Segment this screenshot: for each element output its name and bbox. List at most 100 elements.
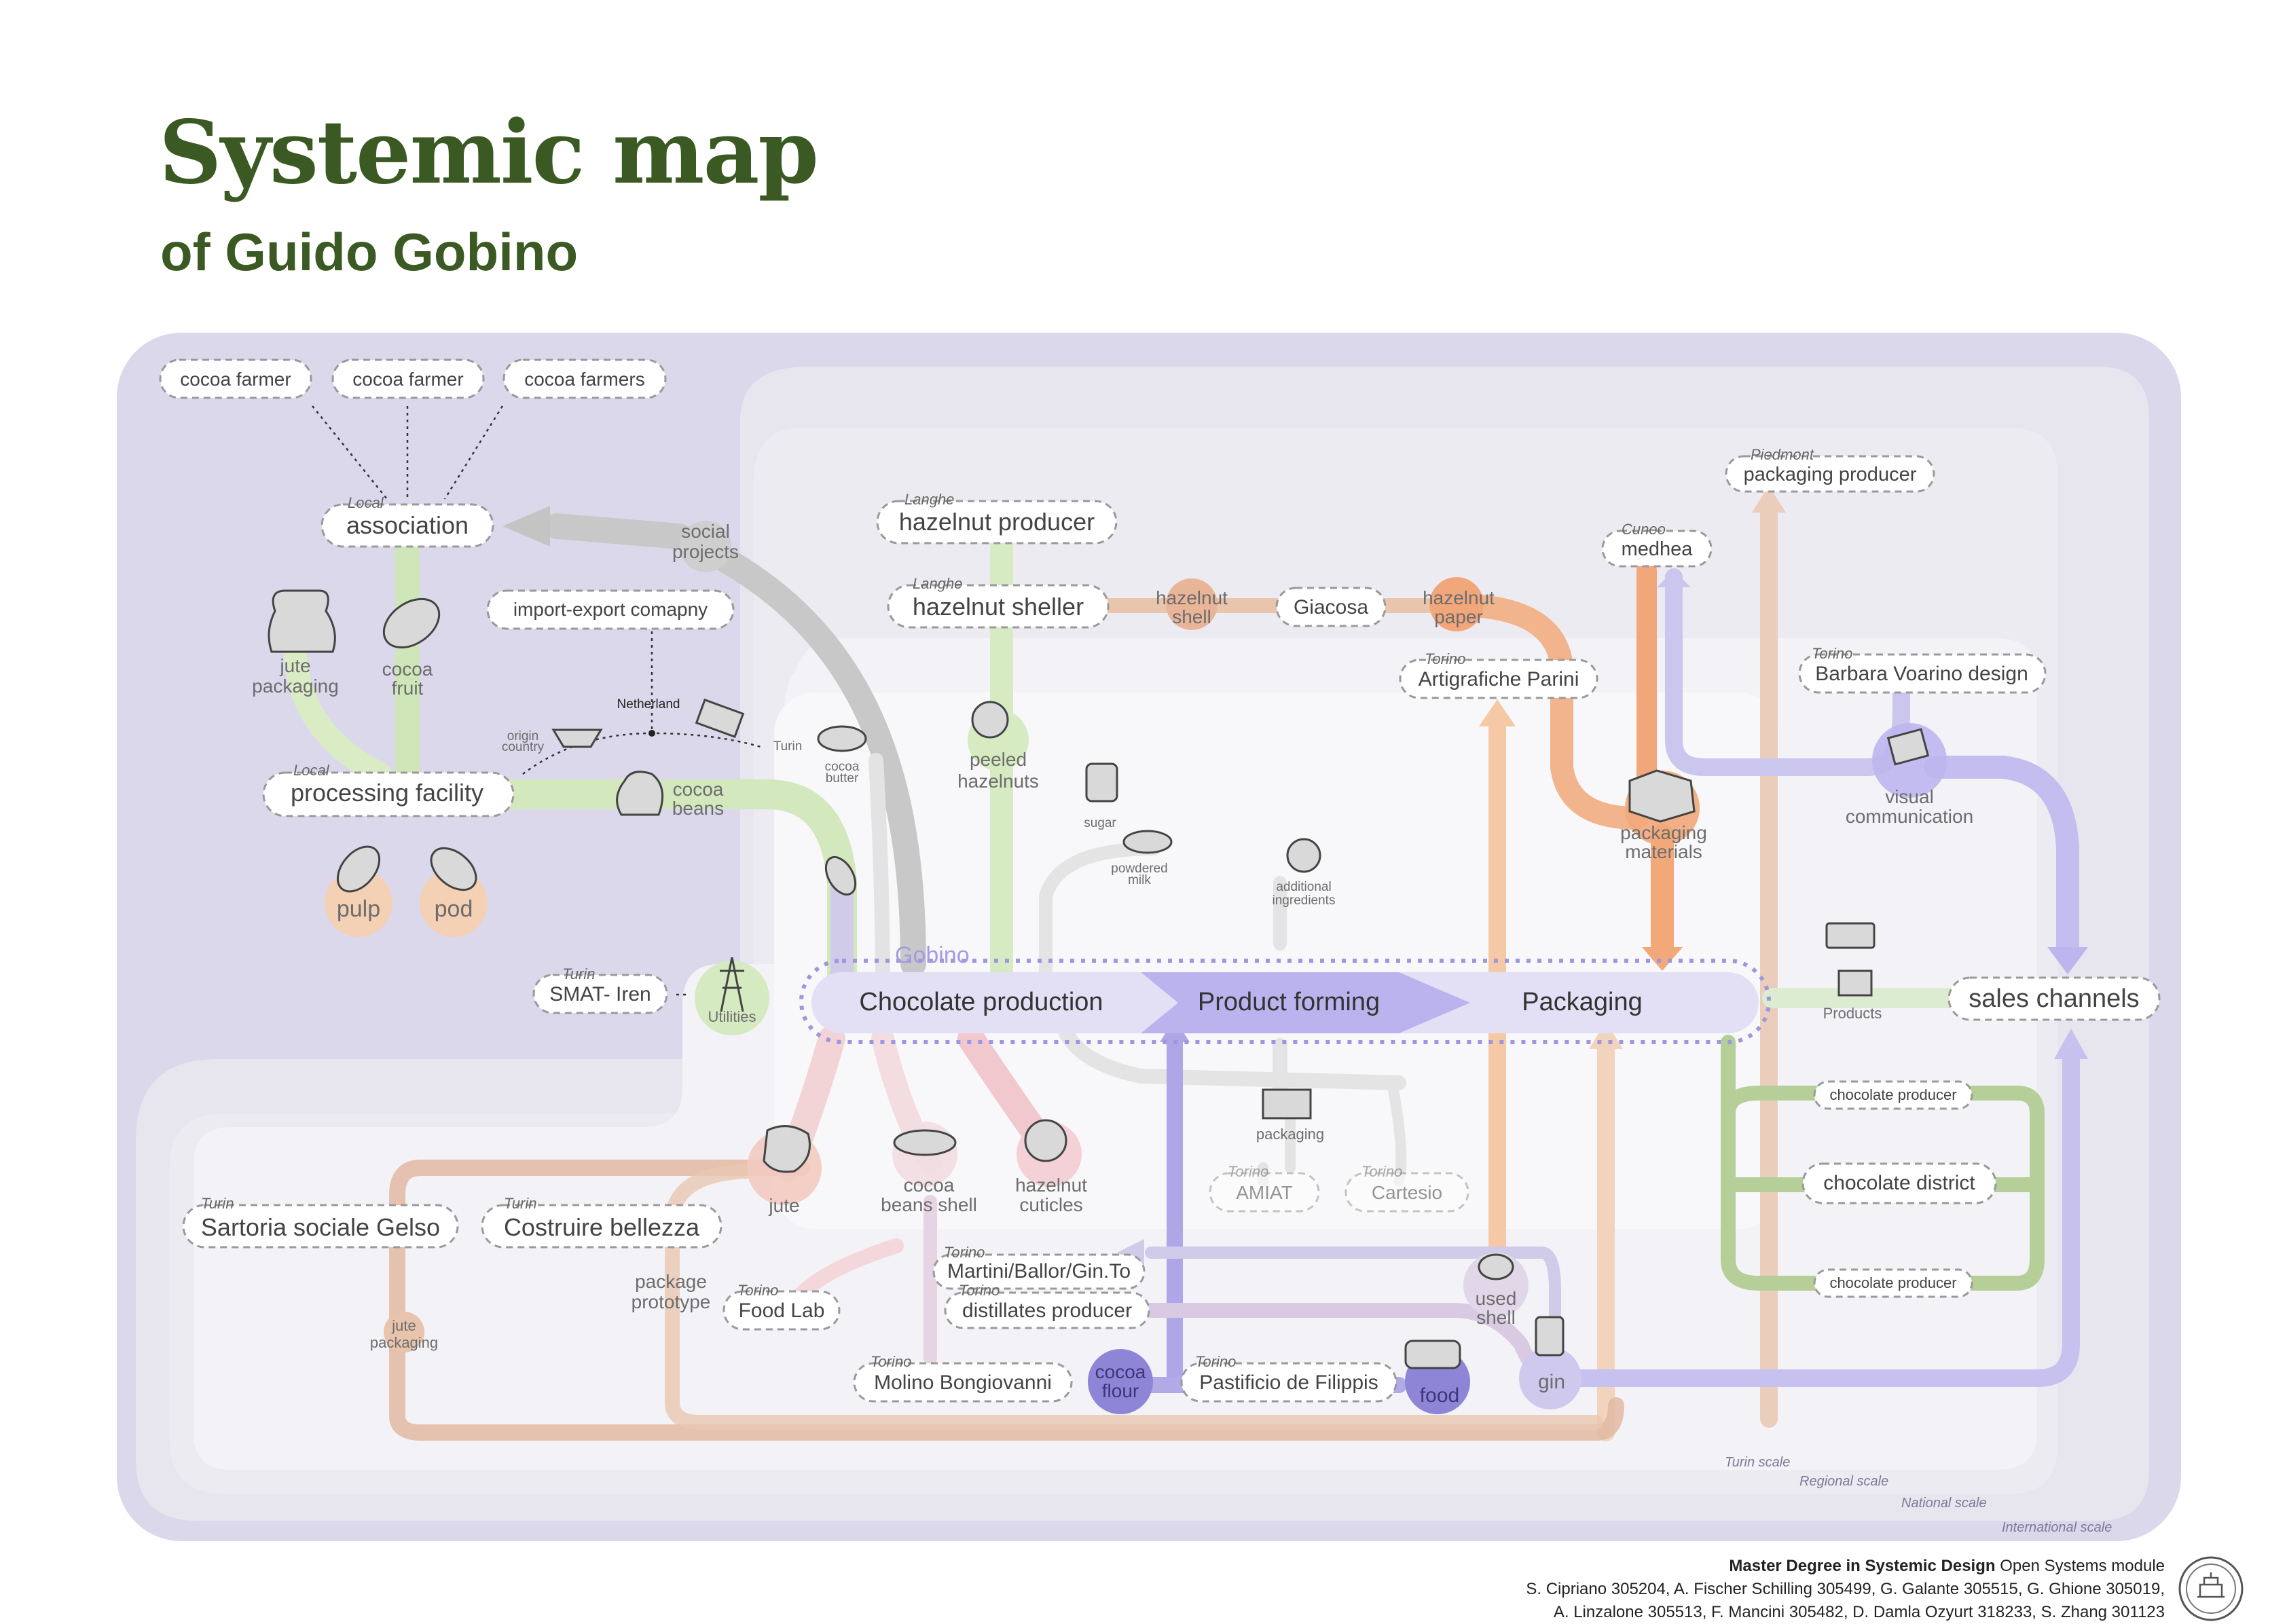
flow-cocoa-butter-2: butter [826,771,859,786]
flow-visual-communication-2: communication [1846,806,1973,827]
step-chocolate-production: Chocolate production [859,988,1103,1016]
node-label: sales channels [1969,984,2139,1013]
page-title: Systemic map [159,102,819,204]
flow-additional-ingredients-2: ingredients [1273,893,1336,908]
pylon-icon [720,957,744,1012]
node-location: Torino [1228,1163,1268,1180]
truck-icon [1825,922,1876,949]
flow-jute-packaging-2: packaging [252,676,339,697]
scale-label-national: National scale [1901,1496,1987,1511]
scale-label-turin: Turin scale [1725,1455,1790,1470]
flow-sugar: sugar [1084,816,1116,830]
flow-social-projects-2: projects [672,541,739,562]
node-label: cocoa farmer [180,369,291,390]
flow-pod: pod [435,896,473,922]
node-cocoa-farmer-2: cocoa farmer [331,358,485,399]
flow-origin-country: origin [507,729,538,743]
node-location: Torino [1361,1163,1402,1180]
flow-cocoa-flour-2: flour [1102,1380,1139,1401]
node-location: Turin [201,1195,234,1212]
node-label: import-export comapny [513,599,708,620]
node-location: Piedmont [1751,446,1814,463]
flow-gin: gin [1538,1371,1565,1393]
node-label: association [346,511,469,539]
cocoa-fruit-icon [382,597,441,649]
cocoa-butter-icon [817,725,867,752]
flow-hazelnut-paper: hazelnut [1423,587,1495,608]
node-label: chocolate producer [1829,1086,1956,1103]
ship-icon [551,728,603,748]
cocoa-beans-sack-icon [616,771,664,816]
flow-jute-packaging: jute [279,655,310,676]
flow-turin-small: Turin [773,739,803,754]
flow-packaging-materials-2: materials [1625,841,1702,862]
node-location: Langhe [904,491,954,508]
hazelnut-icon [971,701,1009,739]
flow-cocoa-butter: cocoa [825,760,860,774]
node-label: distillates producer [962,1299,1132,1322]
node-location: Torino [871,1353,911,1370]
flow-cocoa-fruit: cocoa [382,659,433,680]
flow-peeled-hazelnuts: peeled [970,749,1027,770]
used-shell-icon [1478,1253,1514,1280]
flow-products: Products [1823,1005,1882,1022]
flow-powdered-milk: powdered [1111,862,1167,876]
jute-icon [763,1125,811,1173]
node-label: Costruire bellezza [504,1213,700,1241]
node-sales-channels: sales channels [1947,976,2161,1021]
food-icon [1404,1340,1461,1369]
module-name: Open Systems module [2000,1557,2165,1575]
node-label: AMIAT [1236,1182,1292,1203]
node-label: hazelnut producer [899,508,1095,536]
flow-hazelnut-cuticles-2: cuticles [1019,1194,1082,1215]
flow-origin-country-2: country [502,740,545,754]
flow-used-shell: used [1476,1288,1517,1309]
scale-label-international: International scale [2002,1520,2112,1535]
node-chocolate-district: chocolate district [1801,1162,1997,1204]
flow-hazelnut-shell-2: shell [1172,606,1211,627]
node-location: Torino [959,1282,1000,1299]
gift-box-icon [1837,970,1873,997]
step-packaging: Packaging [1522,988,1642,1016]
flow-packaging-small: packaging [1256,1126,1324,1143]
node-label: Martini/Ballor/Gin.To [947,1260,1131,1282]
jute-sack-icon [268,589,336,653]
milk-icon [1122,830,1173,854]
flow-social-projects: social [681,521,730,542]
node-label: Molino Bongiovanni [874,1371,1052,1394]
node-chocolate-producer-1: chocolate producer [1813,1080,1973,1110]
node-label: Pastificio de Filippis [1199,1371,1378,1394]
sugar-jar-icon [1085,762,1118,802]
cocoa-shell-bowl-icon [893,1129,957,1156]
degree-name: Master Degree in Systemic Design [1729,1557,1996,1575]
university-seal-icon [2178,1556,2244,1621]
flow-powdered-milk-2: milk [1128,873,1151,887]
flow-jute-packaging-b: jute [391,1317,416,1334]
box-icon [1628,769,1696,823]
page-subtitle: of Guido Gobino [160,222,579,282]
node-label: medhea [1622,538,1694,560]
cocoa-bean-icon [824,856,857,896]
hazelnut-cuticles-icon [1024,1119,1067,1162]
node-location: Torino [737,1282,778,1299]
gobino-core: Gobino Chocolate production Product form… [799,942,1771,1044]
flow-cocoa-beans: cocoa [673,779,724,800]
credits: Master Degree in Systemic Design Open Sy… [1526,1555,2165,1624]
node-location: Torino [1425,650,1465,667]
node-cocoa-farmer-1: cocoa farmer [159,358,312,399]
